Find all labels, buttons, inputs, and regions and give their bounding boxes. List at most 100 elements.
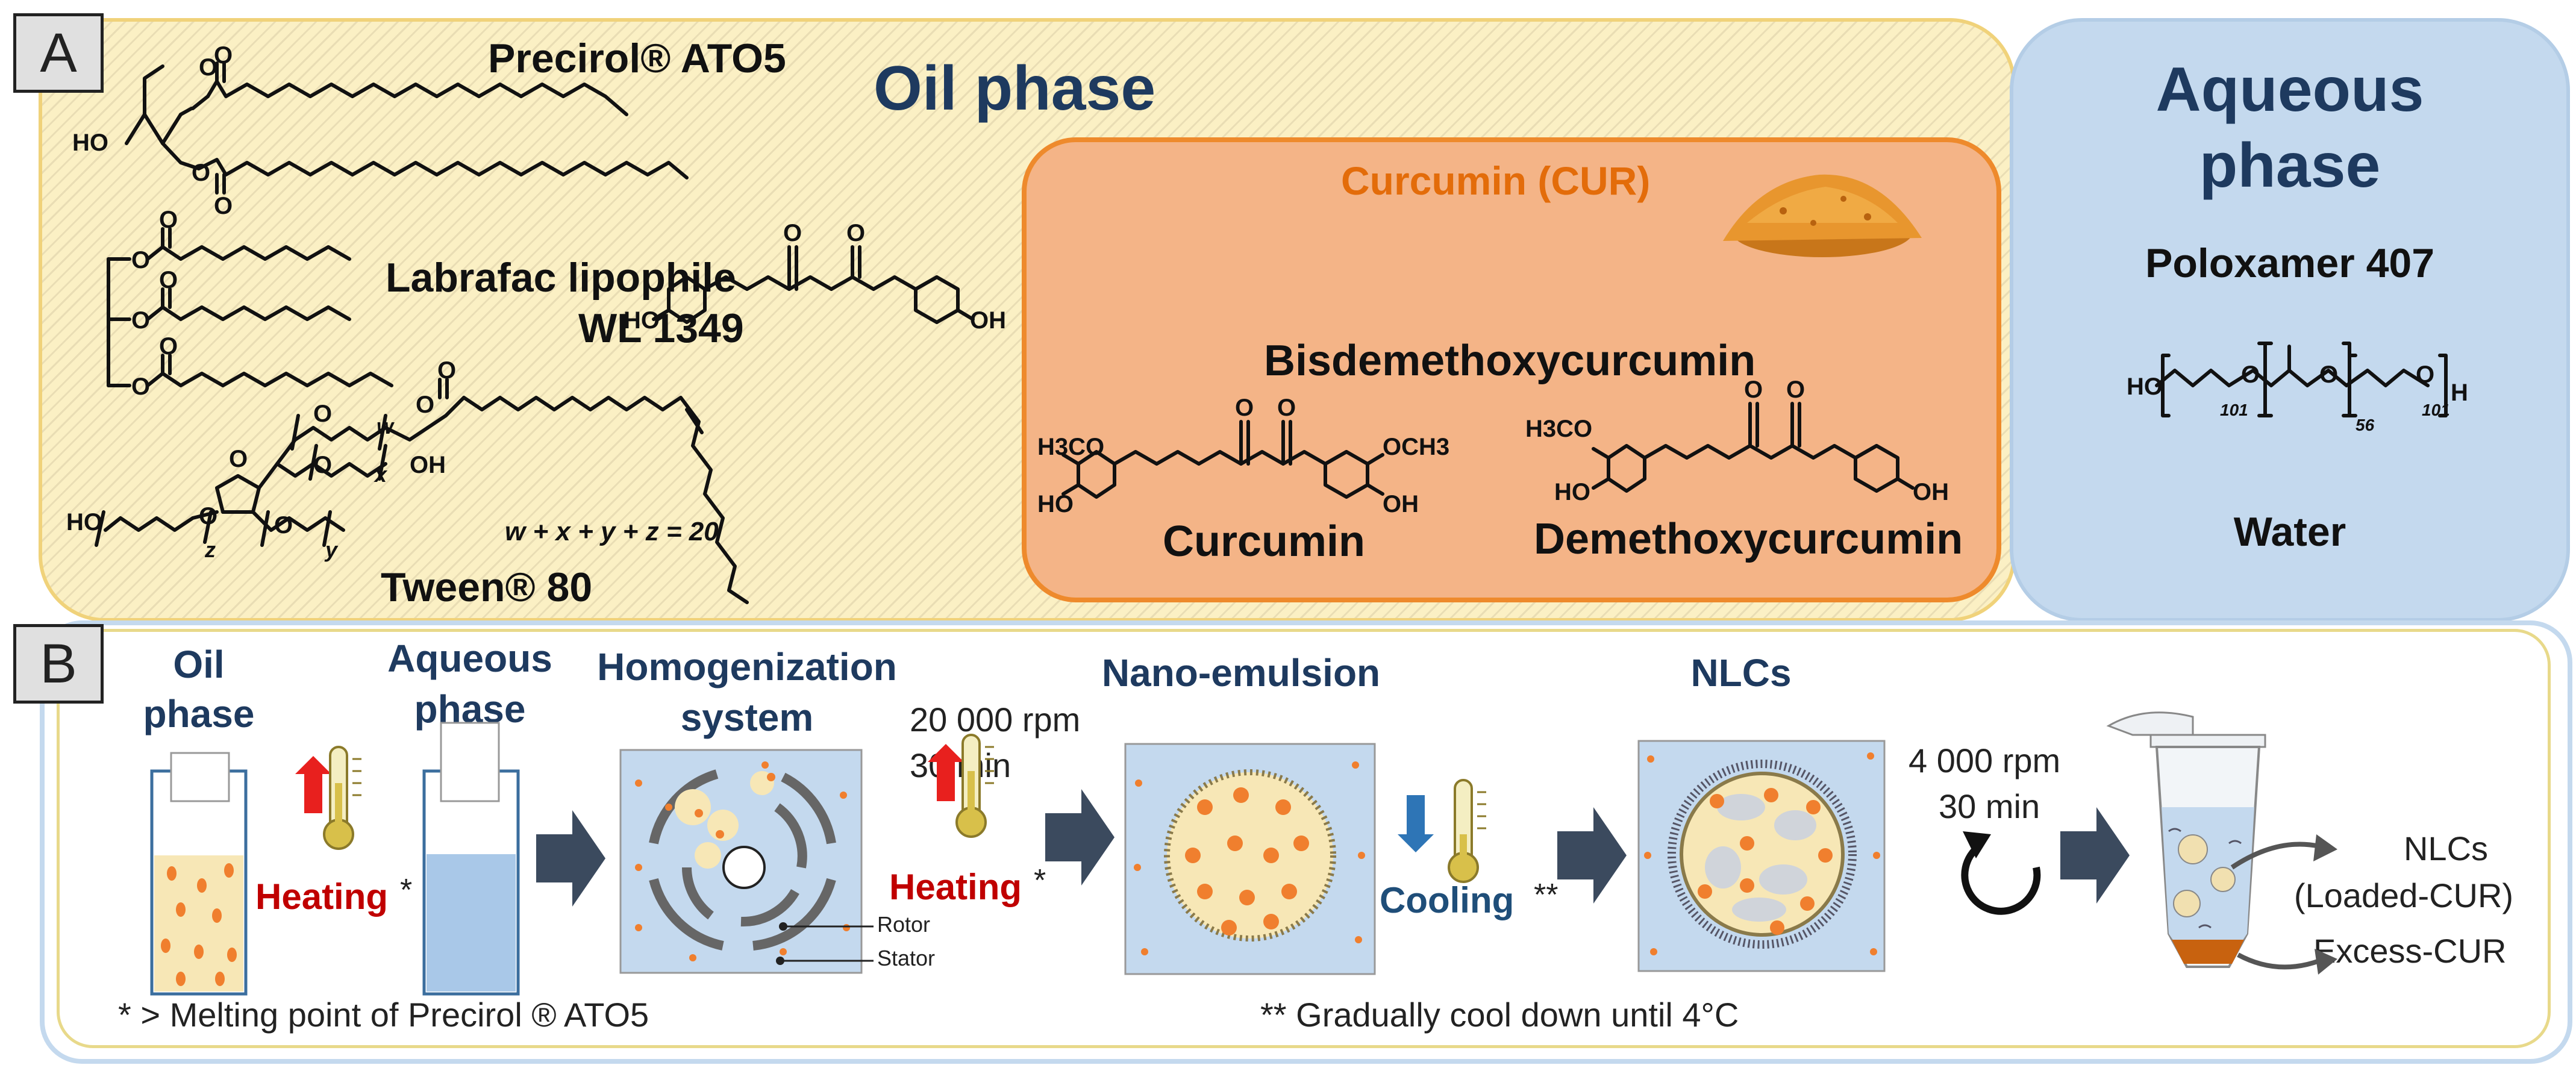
bisdemethoxycurcumin-structure xyxy=(652,245,975,324)
heating-icon-1 xyxy=(295,746,361,850)
panel-a-label: A xyxy=(13,13,104,93)
precirol-chain2 xyxy=(161,142,689,180)
tween-z: z xyxy=(204,537,216,562)
nlcs-title: NLCs xyxy=(1690,651,1792,695)
precirol-o2: O xyxy=(192,160,210,186)
tween-carbonyl-o: O xyxy=(437,357,456,384)
tween-o1: O xyxy=(313,401,332,427)
poloxamer-ho: HO xyxy=(2127,373,2163,400)
poloxamer-structure xyxy=(2155,342,2448,417)
tween-oh: OH xyxy=(410,452,446,478)
nlcs-loaded-label-line1: NLCs xyxy=(2403,829,2489,867)
tween-oleate-chain xyxy=(498,396,749,604)
labrafac-o2: O xyxy=(131,307,150,334)
precirol-ho: HO xyxy=(72,130,108,156)
process-diagram xyxy=(150,711,2337,996)
labrafac-chain3 xyxy=(146,372,393,387)
chemical-structures: HO O O O O O O O O O O HO O O O O O OH O… xyxy=(66,42,2468,604)
aqueous-phase-panel xyxy=(2010,18,2570,622)
speed-20000: 20 000 rpm xyxy=(910,701,1081,739)
bdmc-oh: OH xyxy=(970,307,1006,334)
bdmc-o1: O xyxy=(783,220,802,246)
curcumin-structure xyxy=(1061,420,1384,499)
tween-o4: O xyxy=(199,503,217,529)
panel-b-label: B xyxy=(13,624,104,704)
nlcs-figure xyxy=(1637,740,1886,972)
precirol-o-carbonyl2: O xyxy=(214,193,233,219)
precirol-o1: O xyxy=(199,54,217,81)
tween-formula: w + x + y + z = 20 xyxy=(505,517,719,546)
aqueous-phase-step-line1: Aqueous xyxy=(387,637,552,680)
bdmc-ho: HO xyxy=(624,307,660,334)
precirol-o-carbonyl1: O xyxy=(214,42,233,69)
nlcs-loaded-label-line2: (Loaded-CUR) xyxy=(2293,876,2514,914)
oil-phase-title: Oil phase xyxy=(874,54,1156,123)
poloxamer-101b: 101 xyxy=(2422,401,2450,419)
heating-star-1: * xyxy=(400,873,413,908)
excess-cur-label: Excess-CUR xyxy=(2313,932,2507,970)
homogenization-system xyxy=(619,749,874,974)
bisdemethoxycurcumin-label: Bisdemethoxycurcumin xyxy=(1264,337,1756,385)
homogenization-title-line2: system xyxy=(680,696,814,739)
labrafac-o3: O xyxy=(131,373,150,400)
cooling-label: Cooling xyxy=(1380,880,1515,920)
process-arrow-4 xyxy=(2060,807,2130,904)
curcumin-title: Curcumin (CUR) xyxy=(1341,158,1651,203)
labrafac-oc2: O xyxy=(159,267,178,293)
nano-emulsion-figure xyxy=(1124,743,1376,975)
process-arrow-3 xyxy=(1557,807,1627,904)
footnote-melting-point: * > Melting point of Precirol ® ATO5 xyxy=(118,996,649,1034)
time-30min-1: 30 min xyxy=(910,746,1011,784)
poloxamer-h: H xyxy=(2451,379,2468,406)
nlcs-pointer-arrow xyxy=(2230,834,2337,870)
labrafac-label-line1: Labrafac lipophile xyxy=(386,255,736,301)
cur-och3: OCH3 xyxy=(1383,434,1449,460)
curcumin-label: Curcumin xyxy=(1163,517,1366,566)
precirol-chain1 xyxy=(206,80,628,116)
aqueous-phase-beaker xyxy=(422,722,520,996)
tween-o3: O xyxy=(274,512,293,539)
aqueous-phase-title-line2: phase xyxy=(2199,131,2381,201)
centrifuge-rotation-icon xyxy=(1961,831,2041,915)
cur-oh: OH xyxy=(1383,491,1419,517)
labrafac-o1: O xyxy=(131,247,150,273)
heating-star-2: * xyxy=(1034,863,1046,898)
labrafac-oc3: O xyxy=(159,333,178,360)
excess-cur-pointer-arrow xyxy=(2237,949,2337,975)
time-30min-2: 30 min xyxy=(1939,787,2040,825)
rotor-label: Rotor xyxy=(877,912,931,937)
demethoxycurcumin-label: Demethoxycurcumin xyxy=(1534,515,1963,563)
tween-label: Tween® 80 xyxy=(381,564,593,610)
tween-ester-o: O xyxy=(416,392,434,418)
cur-h3co: H3CO xyxy=(1037,434,1104,460)
dmc-h3co: H3CO xyxy=(1525,416,1592,442)
centrifuge-tube xyxy=(2106,711,2266,968)
tween-ring-o: O xyxy=(229,446,248,472)
nano-emulsion-title: Nano-emulsion xyxy=(1101,651,1381,695)
aqueous-phase-title-line1: Aqueous xyxy=(2156,55,2424,125)
cur-o2: O xyxy=(1277,395,1296,421)
dmc-ho: HO xyxy=(1554,479,1590,505)
process-arrow-2 xyxy=(1045,789,1114,885)
water-label: Water xyxy=(2233,509,2346,555)
precirol-backbone xyxy=(125,113,183,145)
tween-ho: HO xyxy=(66,509,102,536)
footnote-cooling: ** Gradually cool down until 4°C xyxy=(1260,996,1739,1034)
heating-label-1: Heating xyxy=(255,876,389,917)
dmc-o2: O xyxy=(1786,376,1805,403)
labrafac-chain1 xyxy=(146,245,351,261)
precirol-label: Precirol® ATO5 xyxy=(488,36,786,81)
poloxamer-label: Poloxamer 407 xyxy=(2145,240,2435,286)
poloxamer-o2: O xyxy=(2319,361,2338,388)
oil-phase-step-line1: Oil xyxy=(173,643,225,686)
poloxamer-o3: O xyxy=(2416,361,2434,388)
stator-label: Stator xyxy=(877,946,936,970)
poloxamer-o1: O xyxy=(2241,361,2260,388)
heating-icon-2 xyxy=(928,734,994,838)
bdmc-o2: O xyxy=(846,220,865,246)
heating-label-2: Heating xyxy=(889,867,1022,907)
demethoxycurcumin-structure xyxy=(1592,402,1915,493)
dmc-oh: OH xyxy=(1913,479,1949,505)
cooling-double-star: ** xyxy=(1534,878,1558,913)
labrafac-oc1: O xyxy=(159,207,178,233)
